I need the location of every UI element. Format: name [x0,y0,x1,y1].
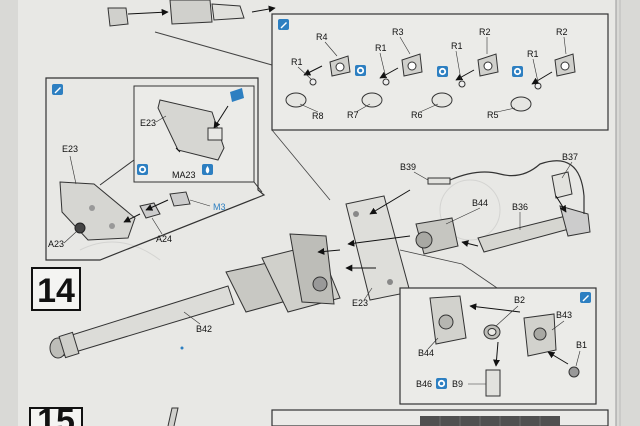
label-b44: B44 [418,348,434,358]
r3-r7-assembly [361,53,448,108]
label-r4: R4 [316,32,328,42]
r2-r5-assembly [510,53,576,112]
label-r5: R5 [487,110,499,120]
previous-step-fragment [107,0,276,66]
paint-brush-icon [278,19,289,30]
top-panel: R4 R1 R3 R1 R1 R2 R1 R2 R8 R7 R6 R5 [271,13,609,131]
label-r1: R1 [451,41,463,51]
r4-r8-assembly [285,55,366,108]
label-m3: M3 [213,202,226,212]
label-b42: B42 [196,324,212,334]
paint-brush-icon [52,84,63,95]
label-b43: B43 [556,310,572,320]
label-e23: E23 [352,298,368,308]
label-ma23: MA23 [172,170,196,180]
label-r6: R6 [411,110,423,120]
b9-strip [485,369,501,397]
step-number: 15 [37,402,75,426]
b39-rod [427,177,451,185]
label-b37: B37 [562,152,578,162]
label-e23: E23 [140,118,156,128]
label-e23: E23 [62,144,78,154]
r1-r6-assembly [431,53,523,108]
label-r8: R8 [312,111,324,121]
glue-icon [137,164,148,175]
label-r2: R2 [479,27,491,37]
photo-etch-bend-icon [230,88,244,102]
label-b1: B1 [576,340,587,350]
step-14-box: 14 [31,267,81,311]
label-b44: B44 [472,198,488,208]
glue-icon [512,66,523,77]
step-15-detail [167,407,609,426]
step-number: 14 [37,272,75,310]
left-panel: E23 E23 MA23 M3 A23 A24 [45,77,266,261]
step-15-box: 15 [29,402,83,426]
left-panel-frame [45,77,266,261]
label-a23: A23 [48,239,64,249]
sub-panel: B2 B43 B1 B44 B46 B9 [399,287,597,405]
label-r7: R7 [347,110,359,120]
label-r1: R1 [375,43,387,53]
glue-icon [436,378,447,389]
paint-brush-icon [580,292,591,303]
b1-knob [568,366,580,378]
label-b46: B46 [416,379,432,389]
m3-part [169,191,191,207]
label-r1: R1 [527,49,539,59]
label-a24: A24 [156,234,172,244]
label-r2: R2 [556,27,568,37]
parts-table [420,416,560,426]
label-r1: R1 [291,57,303,67]
main-assembly: B39 B37 B44 B36 E23 B42 [49,152,591,359]
b37-part [551,171,573,199]
label-b36: B36 [512,202,528,212]
label-b2: B2 [514,295,525,305]
a23-bolt [74,222,86,234]
glue-icon [437,66,448,77]
label-r3: R3 [392,27,404,37]
label-b9: B9 [452,379,463,389]
e23-detail-part [157,99,225,161]
paint-drop-icon [202,164,213,175]
label-b39: B39 [400,162,416,172]
